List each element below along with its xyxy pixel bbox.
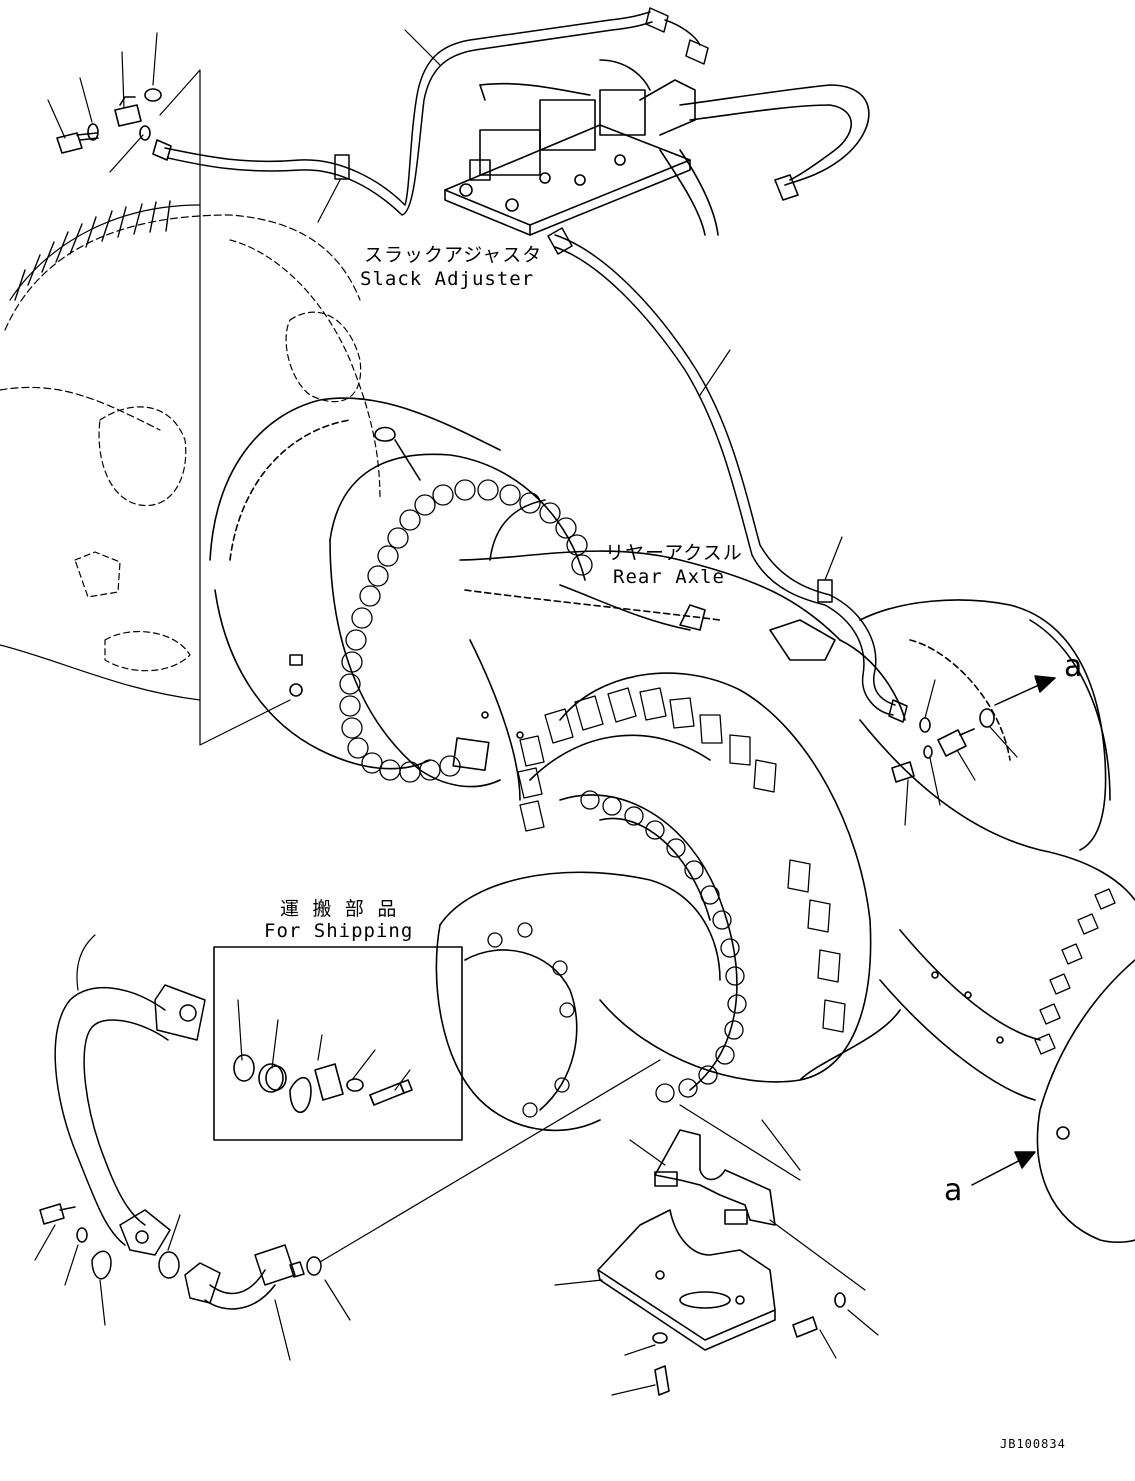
guard-bracket xyxy=(597,1129,846,1396)
slack-adjuster-valve xyxy=(444,59,870,236)
left-wheel-hub xyxy=(209,397,593,788)
upper-brake-tube xyxy=(164,7,709,216)
rear-axle-label-en: Rear Axle xyxy=(613,566,725,588)
shipping-label-en: For Shipping xyxy=(264,920,414,942)
right-wheel-hub xyxy=(517,672,872,1083)
view-arrows xyxy=(971,675,1056,1186)
rear-axle-label-jp: リヤーアクスル xyxy=(605,542,743,564)
axle-housing xyxy=(452,499,906,801)
view-marker-upper: a xyxy=(1064,649,1083,684)
leader-lines xyxy=(34,29,1018,1396)
drawing-id: JB100834 xyxy=(1000,1437,1066,1451)
slack-adjuster-label-jp: スラックアジャスタ xyxy=(364,244,543,266)
upper-fitting-group xyxy=(56,88,172,161)
callout-frame xyxy=(159,69,291,746)
final-drive-hub xyxy=(435,790,1004,1132)
lower-hose-assembly xyxy=(39,984,322,1310)
view-marker-lower: a xyxy=(944,1173,963,1208)
slack-adjuster-label-en: Slack Adjuster xyxy=(360,268,535,290)
shipping-parts-box xyxy=(213,946,463,1141)
rear-frame-outline xyxy=(0,200,381,701)
outer-drum xyxy=(859,599,1135,1243)
shipping-label-jp: 運 搬 部 品 xyxy=(280,898,398,920)
